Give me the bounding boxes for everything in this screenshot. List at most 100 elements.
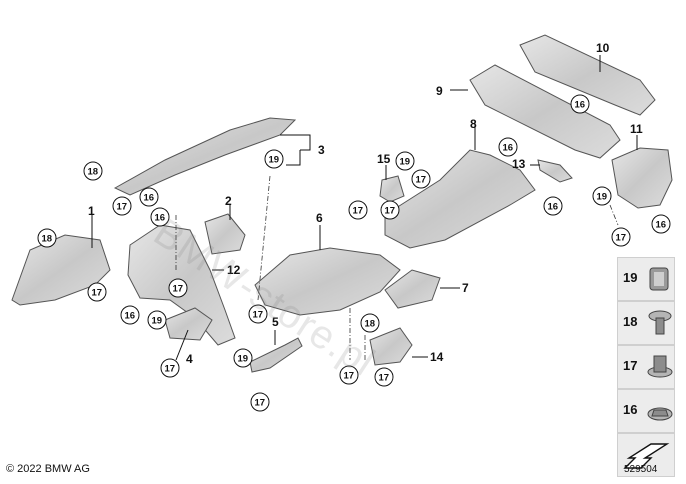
circle-16-e: 16	[570, 94, 590, 114]
callout-13: 13	[512, 157, 526, 171]
part-5-shield	[249, 337, 303, 373]
callout-9: 9	[436, 84, 443, 98]
part-7-bracket	[384, 269, 441, 309]
circle-16-a: 16	[139, 187, 159, 207]
callout-1: 1	[88, 204, 95, 218]
svg-text:18: 18	[365, 319, 376, 330]
svg-text:17: 17	[616, 233, 627, 244]
svg-text:17: 17	[165, 364, 176, 375]
legend-panel-19: 19	[617, 257, 675, 301]
part-2-bracket	[204, 213, 246, 255]
svg-text:17: 17	[117, 202, 128, 213]
svg-text:19: 19	[400, 157, 411, 168]
circle-16-f: 16	[543, 196, 563, 216]
svg-text:18: 18	[42, 234, 53, 245]
fastener-lines	[175, 175, 619, 360]
circle-17-c: 17	[168, 278, 188, 298]
callout-12: 12	[227, 263, 241, 277]
callout-11: 11	[630, 122, 643, 136]
legend-panel-17: 17	[617, 345, 675, 389]
svg-text:16: 16	[125, 311, 136, 322]
callout-6: 6	[316, 211, 323, 225]
svg-text:16: 16	[548, 202, 559, 213]
part-10-heat-shield	[519, 34, 656, 116]
circle-17-b: 17	[87, 282, 107, 302]
circle-18-a: 18	[83, 161, 103, 181]
circle-19-b: 19	[147, 310, 167, 330]
circle-18-c: 18	[360, 313, 380, 333]
svg-text:17: 17	[416, 175, 427, 186]
circle-19-d: 19	[395, 151, 415, 171]
svg-text:17: 17	[255, 398, 266, 409]
circle-17-f: 17	[250, 392, 270, 412]
circle-16-g: 16	[651, 214, 671, 234]
svg-text:17: 17	[92, 288, 103, 299]
circle-17-e: 17	[248, 304, 268, 324]
circle-16-b: 16	[150, 207, 170, 227]
svg-text:16: 16	[144, 193, 155, 204]
callout-8: 8	[470, 117, 477, 131]
legend-panel-arrow	[617, 433, 675, 477]
svg-text:16: 16	[155, 213, 166, 224]
callout-3: 3	[318, 143, 325, 157]
circle-17-h: 17	[411, 169, 431, 189]
legend-number: 17	[623, 358, 638, 373]
svg-text:16: 16	[503, 143, 514, 154]
part-15-bracket	[379, 175, 405, 203]
collar-nut-icon	[647, 355, 673, 378]
callout-5: 5	[272, 315, 279, 329]
callout-10: 10	[596, 41, 610, 55]
svg-text:17: 17	[379, 373, 390, 384]
callout-15: 15	[377, 152, 391, 166]
circle-17-k: 17	[339, 365, 359, 385]
circle-17-a: 17	[112, 196, 132, 216]
diagram-id: 529504	[624, 464, 658, 475]
clip-nut-icon	[649, 267, 669, 291]
copyright-text: © 2022 BMW AG	[6, 463, 90, 475]
svg-text:17: 17	[173, 284, 184, 295]
circle-16-d: 16	[498, 137, 518, 157]
legend-panel-16: 16	[617, 389, 675, 433]
part-11-heat-shield	[611, 147, 673, 209]
push-rivet-icon	[648, 310, 672, 335]
part-14-bracket	[369, 327, 413, 366]
arrow-icon	[623, 443, 670, 469]
callout-labels: 1 2 3 4 5 6 7 8 9 10 11 12 13 14 15	[88, 41, 643, 366]
legend-number: 16	[623, 402, 638, 417]
circle-17-l: 17	[374, 367, 394, 387]
circle-17-i: 17	[380, 200, 400, 220]
circle-17-j: 17	[611, 227, 631, 247]
flange-nut-icon	[647, 407, 673, 421]
circle-17-g: 17	[348, 200, 368, 220]
svg-text:19: 19	[152, 316, 163, 327]
part-8-tunnel-shield	[384, 149, 536, 249]
leader-lines	[91, 55, 638, 361]
callout-14: 14	[430, 350, 444, 364]
legend-panel-18: 18	[617, 301, 675, 345]
svg-text:17: 17	[253, 310, 264, 321]
part-13-bracket	[537, 159, 573, 183]
callout-4: 4	[186, 352, 193, 366]
circle-16-c: 16	[120, 305, 140, 325]
part-4-bracket	[164, 307, 213, 341]
circle-19-c: 19	[233, 348, 253, 368]
svg-text:19: 19	[238, 354, 249, 365]
legend-number: 18	[623, 314, 638, 329]
circle-19-a: 19	[264, 149, 284, 169]
legend-number: 19	[623, 270, 638, 285]
callout-7: 7	[462, 281, 469, 295]
svg-text:16: 16	[656, 220, 667, 231]
svg-text:17: 17	[385, 206, 396, 217]
svg-text:19: 19	[597, 192, 608, 203]
part-9-heat-shield	[469, 64, 621, 159]
circle-17-d: 17	[160, 358, 180, 378]
svg-text:16: 16	[575, 100, 586, 111]
callout-2: 2	[225, 194, 232, 208]
part-6-heat-shield	[254, 247, 401, 316]
circle-19-e: 19	[592, 186, 612, 206]
circle-18-b: 18	[37, 228, 57, 248]
svg-text:17: 17	[344, 371, 355, 382]
svg-text:18: 18	[88, 167, 99, 178]
part-3-heat-shield	[113, 117, 297, 196]
